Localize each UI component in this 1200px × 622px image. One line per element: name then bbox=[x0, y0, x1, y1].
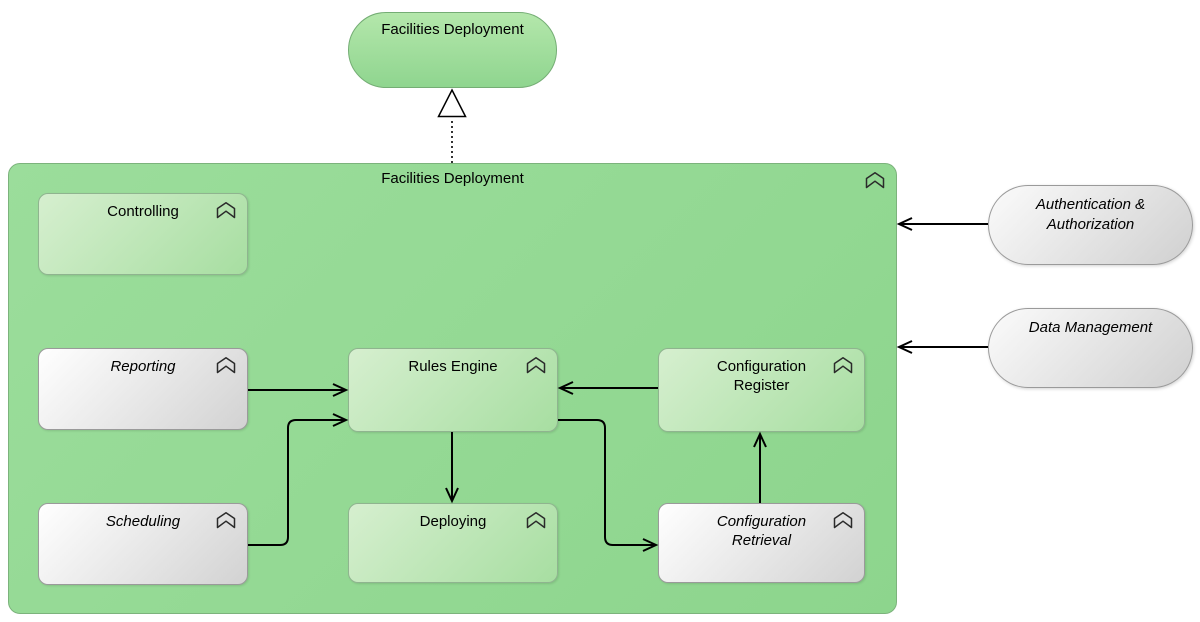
function-icon bbox=[832, 356, 854, 374]
capsule-label: Data Management bbox=[1028, 319, 1153, 336]
node-label: Controlling bbox=[107, 203, 179, 220]
container-title: Facilities Deployment bbox=[381, 170, 524, 187]
node-label: Rules Engine bbox=[408, 358, 498, 375]
node-label: Deploying bbox=[419, 513, 487, 530]
function-icon bbox=[864, 171, 886, 189]
node-controlling[interactable]: Controlling bbox=[38, 193, 248, 275]
capsule-label: Authentication & Authorization bbox=[1035, 196, 1146, 233]
node-deploying[interactable]: Deploying bbox=[348, 503, 558, 583]
node-configuration-register[interactable]: Configuration Register bbox=[658, 348, 865, 432]
node-label: Reporting bbox=[110, 358, 176, 375]
node-reporting[interactable]: Reporting bbox=[38, 348, 248, 430]
node-label: Configuration Retrieval bbox=[716, 513, 807, 549]
node-scheduling[interactable]: Scheduling bbox=[38, 503, 248, 585]
realization-triangle-icon bbox=[437, 88, 467, 118]
function-icon bbox=[215, 201, 237, 219]
function-icon bbox=[215, 356, 237, 374]
function-icon bbox=[525, 356, 547, 374]
node-configuration-retrieval[interactable]: Configuration Retrieval bbox=[658, 503, 865, 583]
capsule-authentication-authorization[interactable]: Authentication & Authorization bbox=[988, 185, 1193, 265]
function-icon bbox=[525, 511, 547, 529]
node-label: Scheduling bbox=[105, 513, 181, 530]
parent-capsule-facilities-deployment[interactable]: Facilities Deployment bbox=[348, 12, 557, 88]
node-rules-engine[interactable]: Rules Engine bbox=[348, 348, 558, 432]
function-icon bbox=[215, 511, 237, 529]
capsule-data-management[interactable]: Data Management bbox=[988, 308, 1193, 388]
node-label: Configuration Register bbox=[716, 358, 807, 394]
parent-capsule-label: Facilities Deployment bbox=[381, 21, 524, 38]
function-icon bbox=[832, 511, 854, 529]
